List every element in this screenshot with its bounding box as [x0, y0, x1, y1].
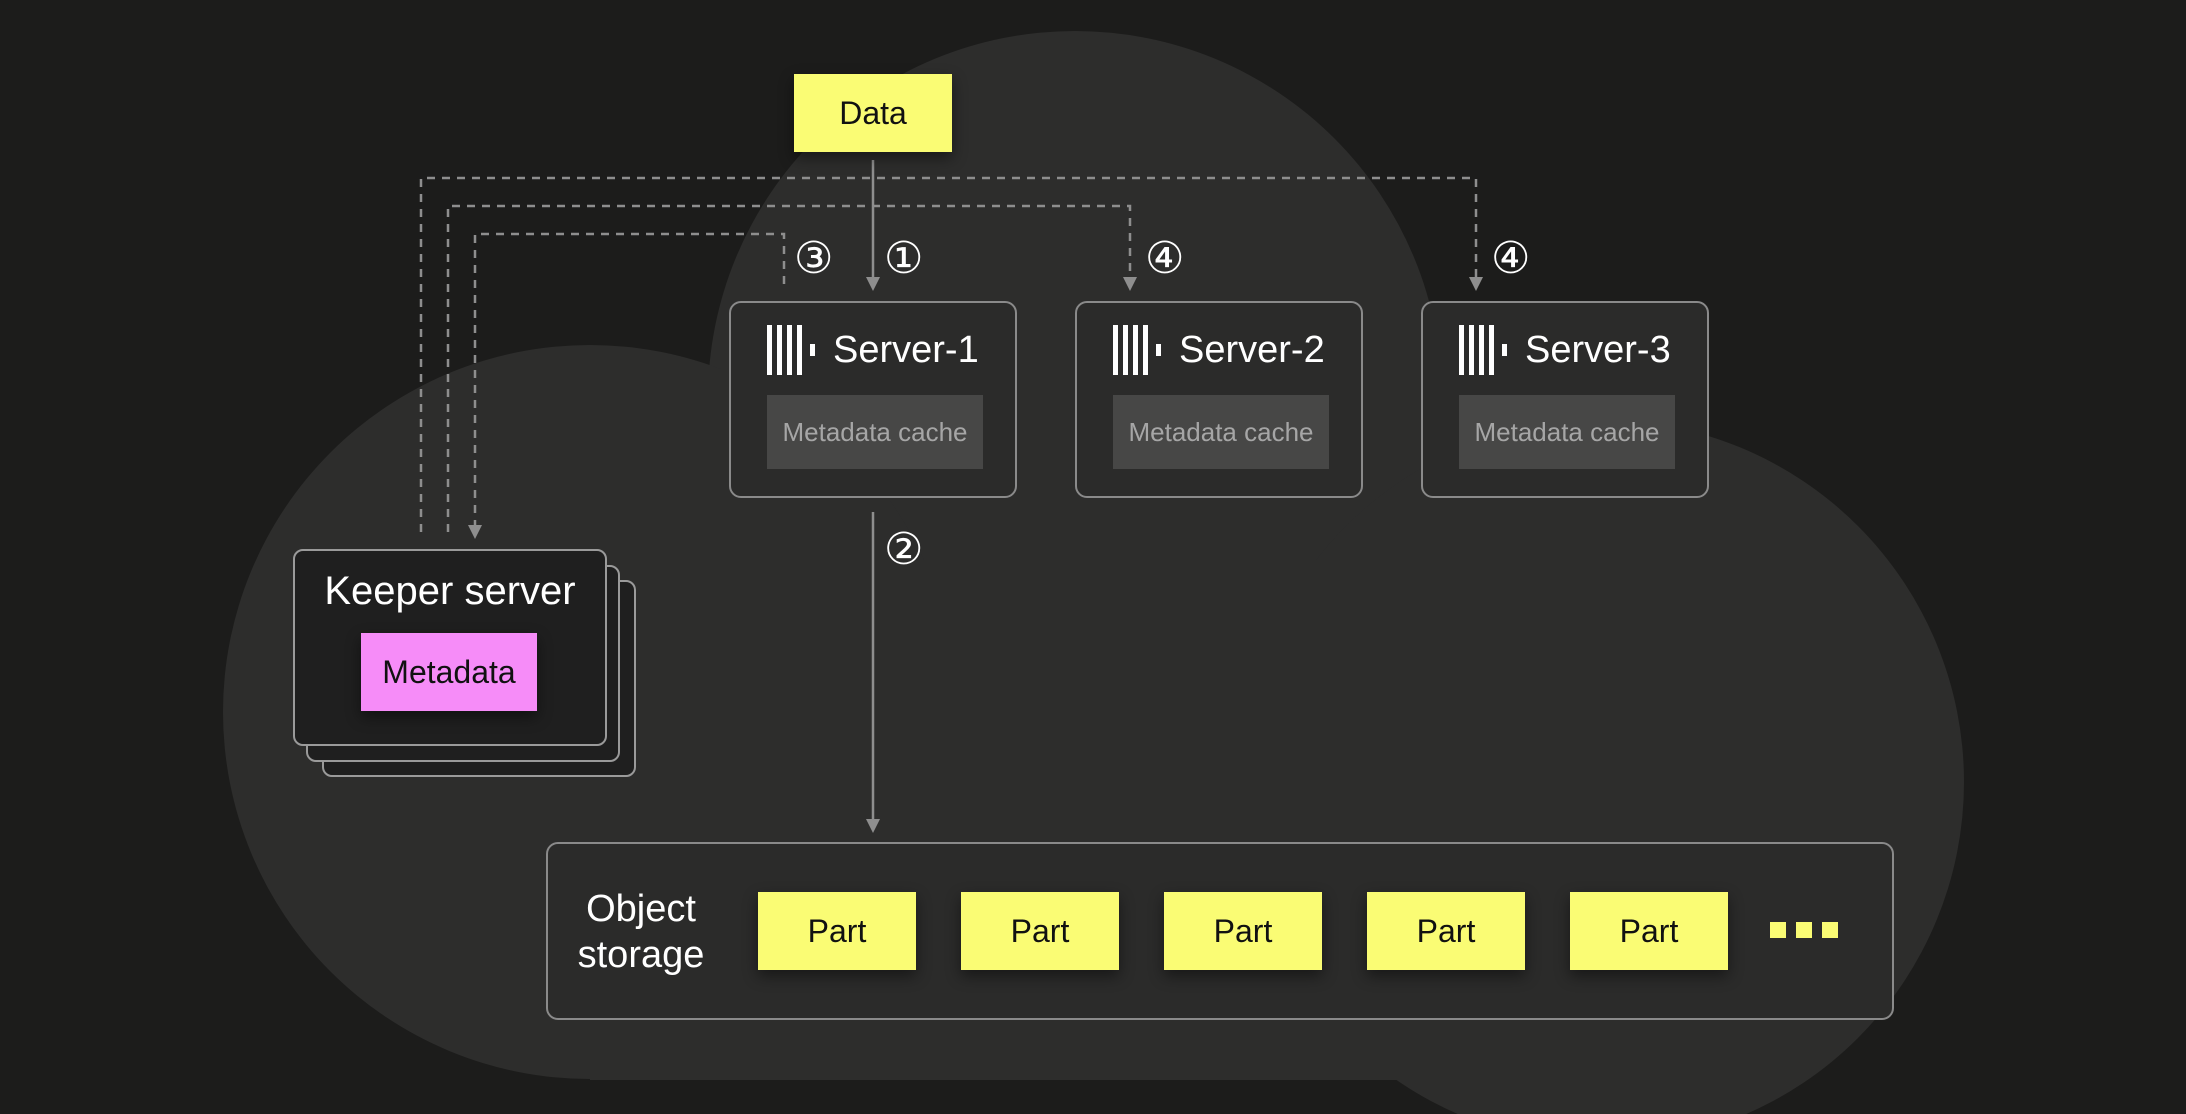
step-3-marker: ③	[794, 233, 834, 284]
clickhouse-logo-icon	[1113, 325, 1161, 375]
arrow-keeper-to-server2	[446, 204, 1137, 532]
storage-part-4: Part	[1367, 892, 1525, 970]
keeper-metadata-box: Metadata	[361, 633, 537, 711]
clickhouse-logo-icon	[1459, 325, 1507, 375]
server-3-name: Server-3	[1525, 329, 1671, 371]
more-parts-ellipsis-icon	[1770, 922, 1842, 938]
server-1-box: Server-1 Metadata cache	[729, 301, 1017, 498]
object-storage-box: Object storage Part Part Part Part Part	[546, 842, 1894, 1020]
server-2-metadata-cache: Metadata cache	[1113, 395, 1329, 469]
arrow-keeper-to-server3	[419, 176, 1483, 532]
server-1-name: Server-1	[833, 329, 979, 371]
clickhouse-logo-icon	[767, 325, 815, 375]
server-1-metadata-cache: Metadata cache	[767, 395, 983, 469]
step-4-marker-server2: ④	[1145, 233, 1185, 284]
storage-part-2: Part	[961, 892, 1119, 970]
storage-part-1: Part	[758, 892, 916, 970]
object-storage-label: Object storage	[577, 888, 705, 976]
server-2-name: Server-2	[1179, 329, 1325, 371]
storage-part-3: Part	[1164, 892, 1322, 970]
step-2-marker: ②	[884, 524, 924, 575]
server-3-box: Server-3 Metadata cache	[1421, 301, 1709, 498]
step-1-marker: ①	[884, 233, 924, 284]
storage-part-5: Part	[1570, 892, 1728, 970]
step-4-marker-server3: ④	[1491, 233, 1531, 284]
server-2-box: Server-2 Metadata cache	[1075, 301, 1363, 498]
server-3-metadata-cache: Metadata cache	[1459, 395, 1675, 469]
keeper-server-title: Keeper server	[324, 569, 576, 613]
keeper-server-box: Keeper server Metadata	[293, 549, 607, 746]
data-box: Data	[794, 74, 952, 152]
